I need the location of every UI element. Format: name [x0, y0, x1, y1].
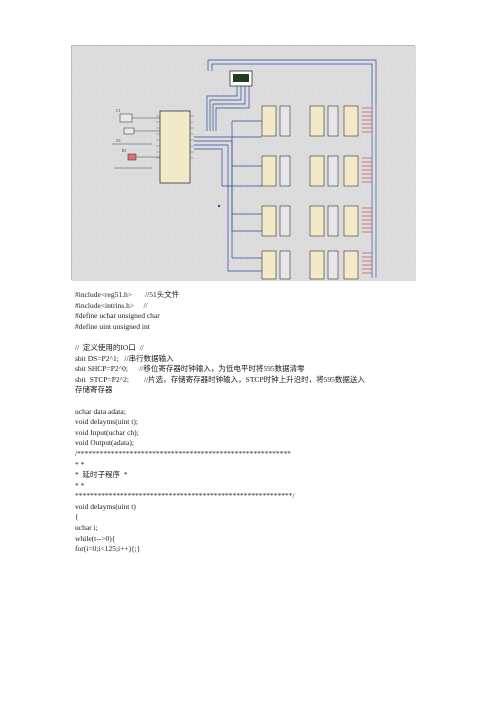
code-line: * *	[75, 480, 85, 490]
code-line: uchar i;	[75, 523, 98, 533]
circuit-schematic-image: C1 X1 R1	[71, 45, 416, 281]
code-line: 存储寄存器	[75, 385, 113, 395]
code-line: sbit SHCP=P2^0; //移位寄存器时钟输入，为低电平时将595数据清…	[75, 364, 305, 374]
code-line: void Output(adata);	[75, 438, 134, 448]
code-line: * 延时子程序 *	[75, 470, 128, 480]
code-line: for(i=0;i<125;i++){;}	[75, 544, 141, 554]
code-line: #define uchar unsigned char	[75, 311, 160, 321]
code-line: {	[75, 512, 79, 522]
code-line: #include<intrins.h> //	[75, 300, 148, 310]
blank-line	[75, 332, 435, 343]
schematic-drawing: C1 X1 R1	[72, 46, 416, 281]
svg-text:C1: C1	[116, 108, 121, 113]
code-listing: #include<reg51.h> //51头文件 #include<intri…	[75, 290, 435, 555]
code-line: #define uint unsigned int	[75, 321, 150, 331]
blank-line	[75, 396, 435, 407]
code-line: while(t-->0){	[75, 533, 116, 543]
code-line: void delayms(uint t)	[75, 501, 136, 511]
svg-text:X1: X1	[116, 138, 121, 143]
code-line: sbit DS=P2^1; //串行数据输入	[75, 353, 174, 363]
code-line: #include<reg51.h> //51头文件	[75, 290, 180, 299]
code-line: void Input(uchar ch);	[75, 427, 139, 437]
code-line: * *	[75, 459, 85, 469]
svg-text:R1: R1	[122, 148, 127, 153]
code-line: void delayms(uint t);	[75, 417, 138, 427]
code-line: uchar data adata;	[75, 406, 126, 416]
code-line: // 定义使用的IO口 //	[75, 342, 144, 352]
code-line: /***************************************…	[75, 448, 291, 458]
code-line: ****************************************…	[75, 491, 295, 501]
code-line: sbit STCP=P2^2; //片选，存储寄存器时钟输入，STCP时钟上升沿…	[75, 374, 365, 384]
